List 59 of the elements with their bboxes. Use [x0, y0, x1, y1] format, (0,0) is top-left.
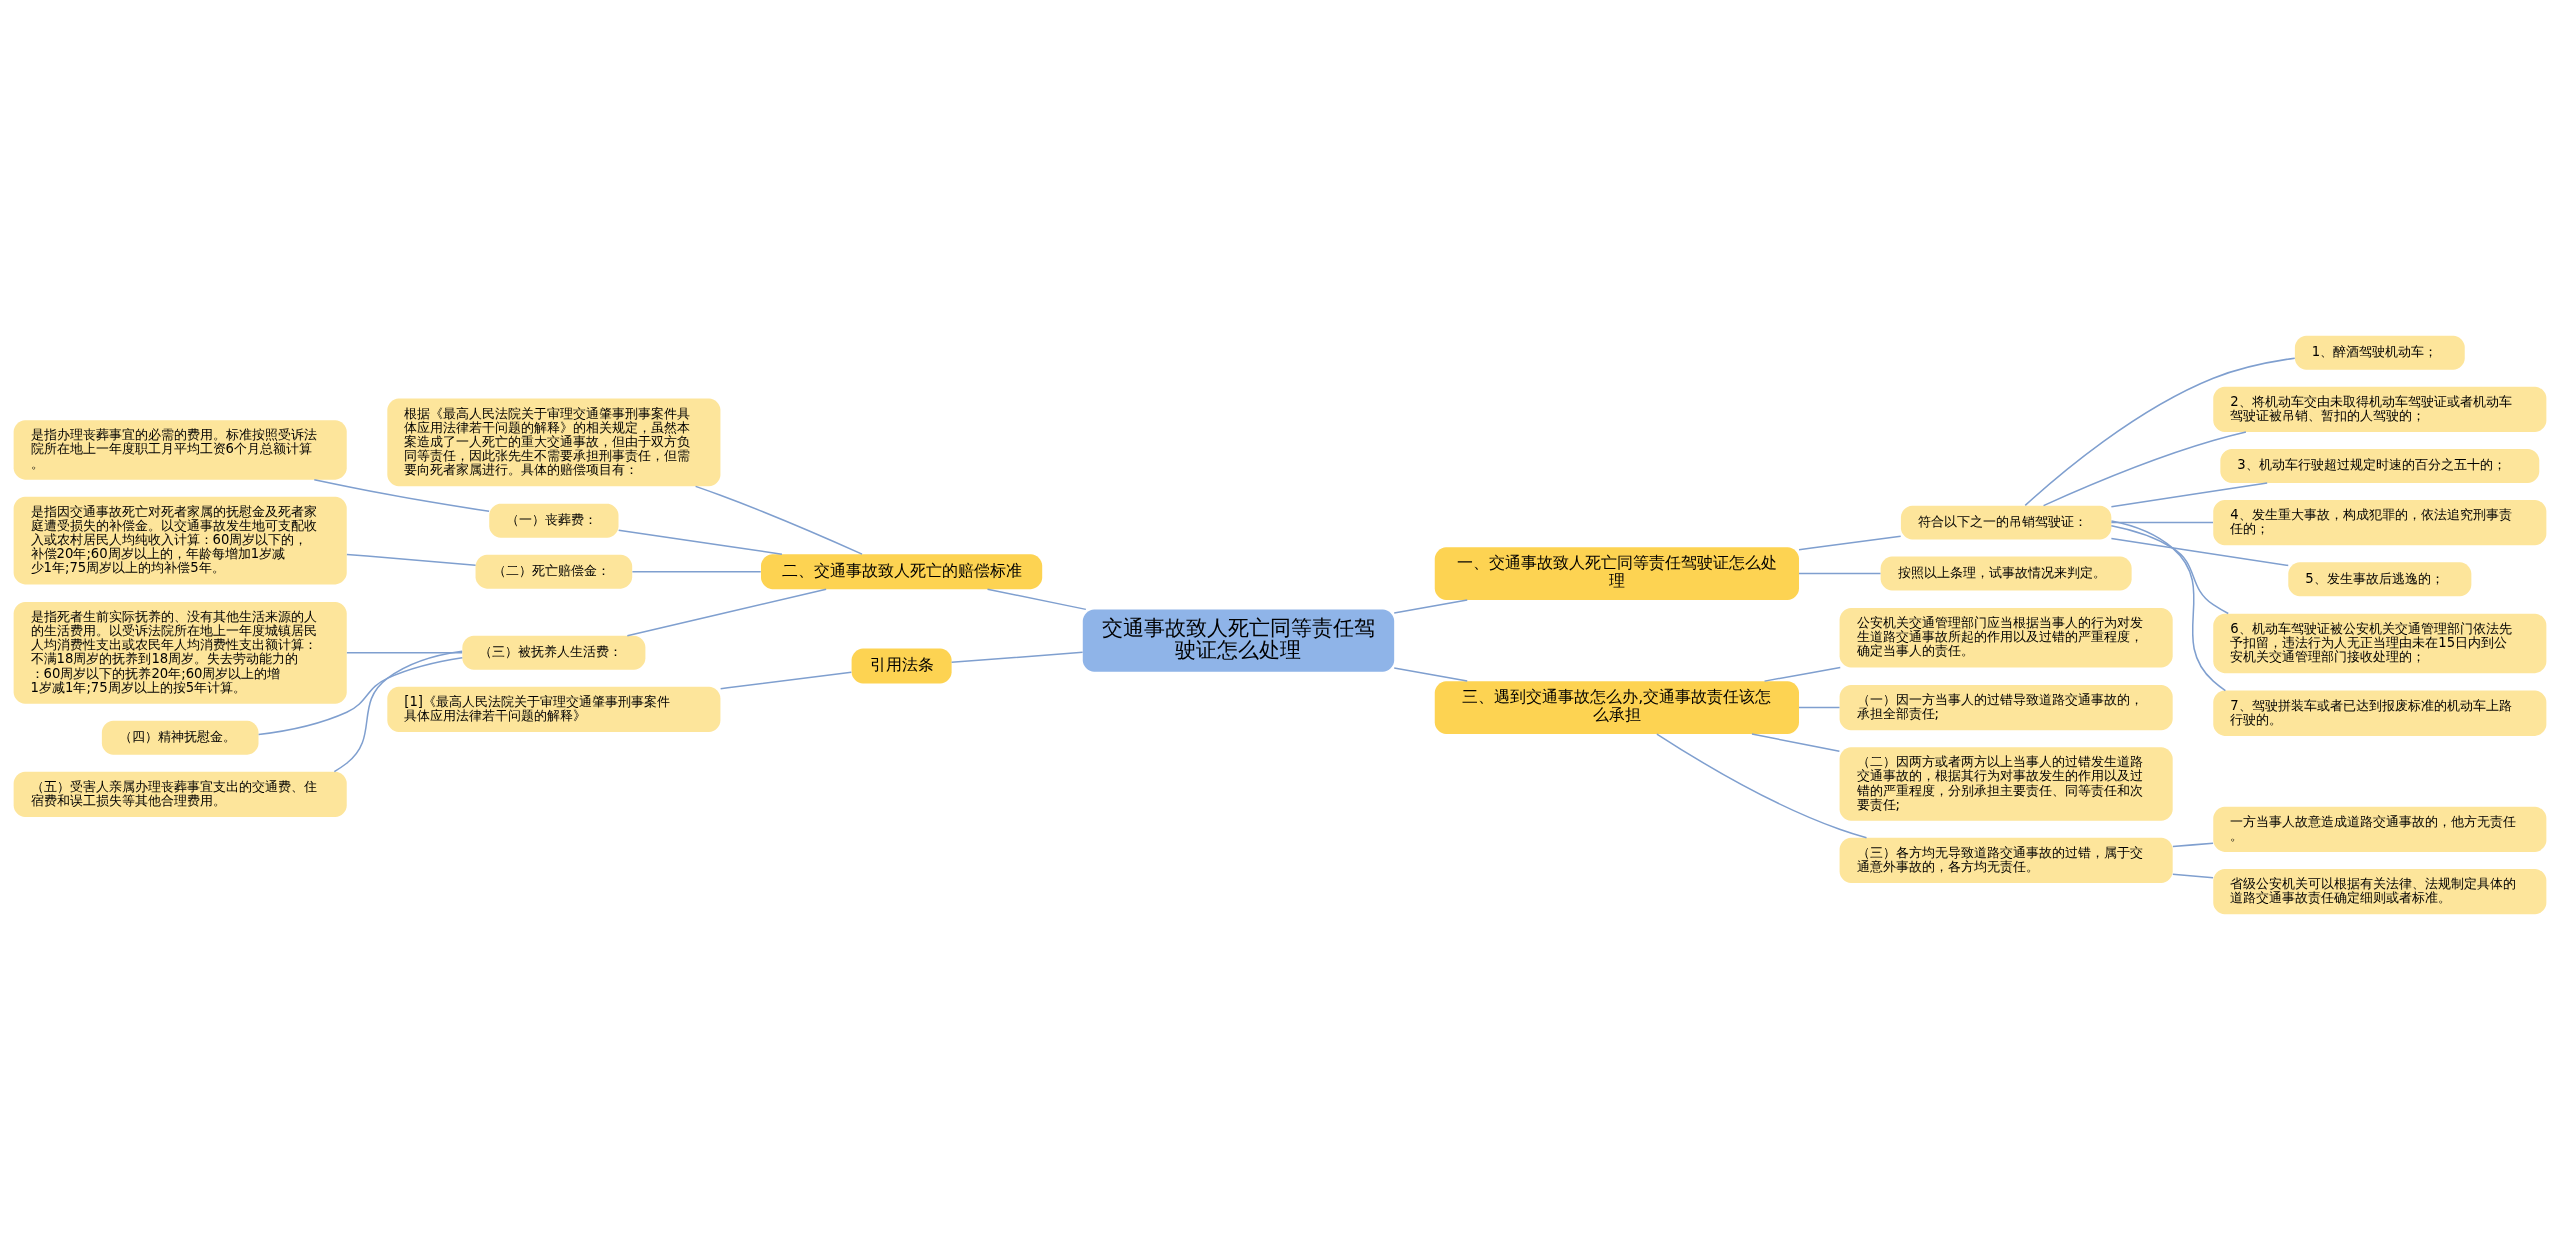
connector — [1751, 732, 1841, 752]
connector — [313, 478, 490, 512]
node-box: （二）死亡赔偿金： — [475, 554, 633, 589]
node-box: 4、发生重大事故，构成犯罪的，依法追究刑事责任的； — [2213, 499, 2547, 545]
connector — [1656, 732, 1868, 838]
node-box: 是指死者生前实际抚养的、没有其他生活来源的人的生活费用。以受诉法院所在地上一年度城镇居民人均消费性支出或农民年人均消费性支出额计算：不满18周岁的抚养到18周岁。失去劳动能力的：60周岁以下的抚养20年;60周岁以上的增1岁减1年;75周岁以上的按5年计算。 — [13, 601, 347, 704]
connector — [2110, 481, 2268, 507]
node-box: 一、交通事故致人死亡同等责任驾驶证怎么处理 — [1434, 546, 1799, 600]
connector — [2024, 356, 2296, 506]
connector — [346, 651, 463, 654]
node-box: （五）受害人亲属办理丧葬事宜支出的交通费、住宿费和误工损失等其他合理费用。 — [13, 771, 347, 817]
connector — [2172, 873, 2214, 878]
node-box: 5、发生事故后逃逸的； — [2288, 561, 2472, 596]
node-box: （三）被抚养人生活费： — [462, 635, 646, 670]
node-box: 按照以上条理，试事故情况来判定。 — [1880, 556, 2132, 591]
connector — [626, 587, 827, 637]
node-box: 1、醉酒驾驶机动车； — [2294, 335, 2465, 370]
connector — [333, 649, 463, 772]
node-box: 是指因交通事故死亡对死者家属的抚慰金及死者家庭遭受损失的补偿金。以交通事故发生地可支配收入或农村居民人均纯收入计算：60周岁以下的，补偿20年;60周岁以上的，年龄每增加1岁减少1年;75周岁以上的均补偿5年。 — [13, 496, 347, 584]
connector — [1798, 535, 1902, 550]
connector — [1798, 706, 1841, 708]
node-box: （一）丧葬费： — [489, 503, 619, 538]
connector — [2110, 537, 2289, 566]
node-box: 符合以下之一的吊销驾驶证： — [1900, 505, 2112, 540]
connector — [694, 485, 863, 555]
connector — [617, 528, 783, 555]
node-box: 一方当事人故意造成道路交通事故的，他方无责任。 — [2213, 806, 2547, 852]
connector — [1798, 572, 1882, 574]
node-box: 引用法条 — [851, 648, 952, 683]
node-box: 根据《最高人民法院关于审理交通肇事刑事案件具体应用法律若干问题的解释》的相关规定，虽然本案造成了一人死亡的重大交通事故，但由于双方负同等责任，因此张先生不需要承担刑事责任，但需要向死者家属进行。具体的赔偿项目有： — [387, 398, 721, 486]
node-box: （一）因一方当事人的过错导致道路交通事故的，承担全部责任; — [1839, 684, 2173, 730]
node-box: 7、驾驶拼装车或者已达到报废标准的机动车上路行驶的。 — [2213, 690, 2547, 736]
connector — [2042, 430, 2247, 506]
connector — [950, 651, 1084, 663]
connector — [2110, 519, 2227, 691]
connector — [2110, 521, 2214, 523]
connector — [257, 656, 464, 735]
connector — [1763, 666, 1841, 682]
node-box: （二）因两方或者两方以上当事人的过错发生道路交通事故的，根据其行为对事故发生的作用以及过错的严重程度，分别承担主要责任、同等责任和次要责任; — [1839, 746, 2173, 821]
connector — [719, 671, 853, 689]
node-box: 6、机动车驾驶证被公安机关交通管理部门依法先予扣留，违法行为人无正当理由未在15日内到公安机关交通管理部门接收处理的； — [2213, 613, 2547, 673]
node-box: 是指办理丧葬事宜的必需的费用。标准按照受诉法院所在地上一年度职工月平均工资6个月总额计算。 — [13, 419, 347, 480]
node-box: [1]《最高人民法院关于审理交通肇事刑事案件具体应用法律若干问题的解释》 — [387, 686, 721, 732]
node-box: 交通事故致人死亡同等责任驾驶证怎么处理 — [1082, 608, 1395, 672]
connector — [2110, 524, 2229, 614]
connector — [346, 553, 477, 566]
connector — [2172, 841, 2214, 847]
node-box: 3、机动车行驶超过规定时速的百分之五十的； — [2220, 448, 2540, 483]
connector — [986, 587, 1087, 610]
node-box: （三）各方均无导致道路交通事故的过错，属于交通意外事故的，各方均无责任。 — [1839, 837, 2173, 883]
connector — [1393, 598, 1468, 614]
node-box: 二、交通事故致人死亡的赔偿标准 — [761, 553, 1043, 589]
node-box: 2、将机动车交由未取得机动车驾驶证或者机动车驾驶证被吊销、暂扣的人驾驶的； — [2213, 386, 2547, 432]
node-box: （四）精神抚慰金。 — [101, 720, 259, 755]
node-box: 省级公安机关可以根据有关法律、法规制定具体的道路交通事故责任确定细则或者标准。 — [2213, 868, 2547, 914]
node-box: 公安机关交通管理部门应当根据当事人的行为对发生道路交通事故所起的作用以及过错的严重程度，确定当事人的责任。 — [1839, 607, 2173, 667]
connector — [1393, 666, 1468, 682]
node-box: 三、遇到交通事故怎么办,交通事故责任该怎么承担 — [1434, 680, 1799, 734]
connector — [631, 570, 762, 572]
